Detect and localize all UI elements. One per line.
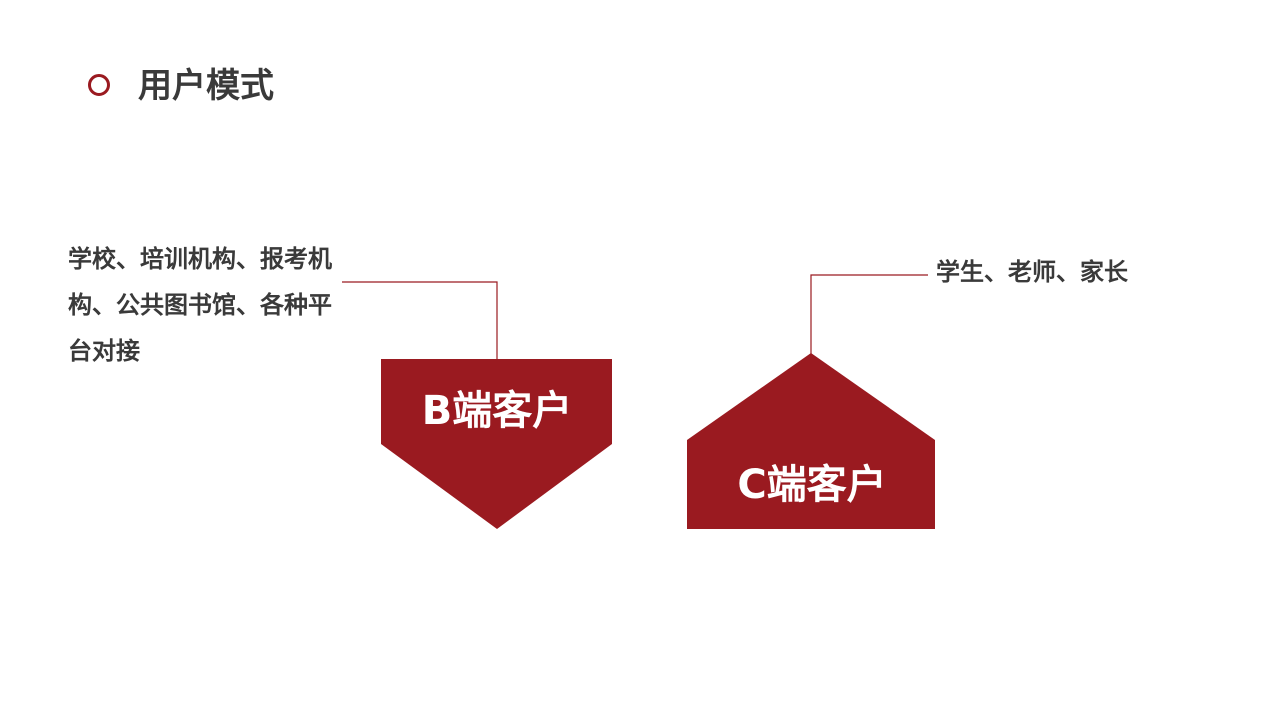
c-client-shape xyxy=(687,353,935,529)
b-client-connector-line xyxy=(342,281,498,359)
c-client-connector-line xyxy=(810,274,928,354)
b-client-shape xyxy=(381,359,612,529)
c-client-description: 学生、老师、家长 xyxy=(936,258,1128,286)
page-title: 用户模式 xyxy=(138,66,274,106)
b-client-description: 学校、培训机构、报考机构、公共图书馆、各种平台对接 xyxy=(68,245,332,365)
c-client-label: C端客户 xyxy=(737,462,887,508)
b-client-label: B端客户 xyxy=(421,388,573,434)
title-bullet-ring-icon xyxy=(88,74,110,96)
